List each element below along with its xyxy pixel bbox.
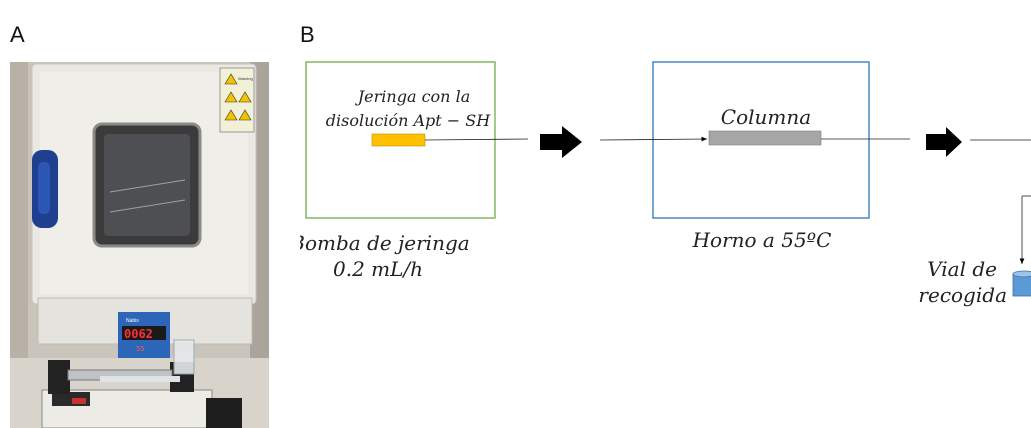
- tubing-line-1: [424, 138, 529, 141]
- panel-a-label: A: [10, 22, 25, 47]
- vial-icon: [1012, 270, 1031, 297]
- syringe-shape: [371, 133, 426, 147]
- pump-box: [305, 61, 496, 219]
- door-handle: [32, 150, 58, 228]
- syringe-label-line2: disolución Apt − SH: [326, 111, 491, 130]
- flow-arrow-2: [926, 127, 962, 157]
- flow-arrow-1: [540, 126, 582, 158]
- vial-label-line1: Vial de: [927, 257, 997, 281]
- syringe-label-line1: Jeringa con la: [355, 87, 470, 106]
- oven-label: Horno a 55ºC: [692, 228, 832, 252]
- column-shape: [708, 130, 822, 146]
- flow-diagram: Jeringa con la disolución Apt − SH Colum…: [300, 0, 1031, 428]
- warning-text: Warning: [238, 76, 253, 81]
- syringe-pump: [41, 339, 242, 428]
- vial-label-line2: recogida: [918, 283, 1007, 307]
- oven-box: [652, 61, 870, 219]
- equipment-photo: Warning Nabis 0062 55: [10, 62, 269, 428]
- warning-sticker: Warning: [219, 67, 255, 133]
- column-label: Columna: [721, 105, 811, 129]
- oven-display-sub: 55: [136, 345, 144, 353]
- panel-b-label: B: [300, 22, 315, 47]
- brand-label: Nabis: [126, 318, 139, 324]
- oven-display: 0062: [124, 327, 153, 341]
- flow-rate-label: 0.2 mL/h: [333, 257, 423, 281]
- pump-label: Bomba de jeringa: [300, 231, 470, 255]
- tubing-line-2: [599, 136, 708, 142]
